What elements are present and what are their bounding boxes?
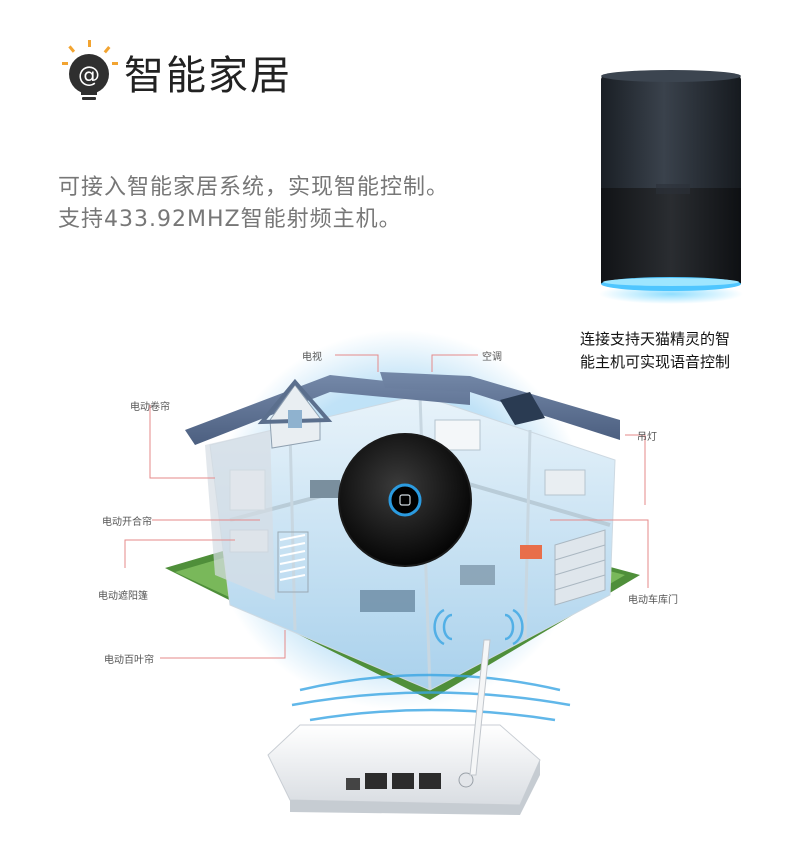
speaker-caption-line-2: 能主机可实现语音控制 <box>580 353 731 371</box>
wireless-waves <box>291 608 571 722</box>
callout-tv: 电视 <box>302 352 322 363</box>
roof-left <box>185 375 470 445</box>
callout-curtain: 电动开合帘 <box>102 517 152 528</box>
speaker-caption-line-1: 连接支持天猫精灵的智 <box>580 330 731 348</box>
desc-line-1: 可接入智能家居系统，实现智能控制。 <box>58 175 450 200</box>
rf-router-device <box>267 639 541 815</box>
callout-ac: 空调 <box>482 352 502 363</box>
page-title: 智能家居 <box>124 53 292 99</box>
callout-awning: 电动遮阳篷 <box>98 591 148 602</box>
callout-shutter: 电动百叶帘 <box>104 655 154 666</box>
callout-garage-door: 电动车库门 <box>628 595 678 606</box>
desc-line-2: 支持433.92MHZ智能射频主机。 <box>58 207 402 232</box>
svg-text:@: @ <box>78 63 100 88</box>
smart-home-house-illustration <box>124 330 649 815</box>
callout-roller-blind: 电动卷帘 <box>130 402 170 413</box>
feature-description: 可接入智能家居系统，实现智能控制。 支持433.92MHZ智能射频主机。 <box>58 172 449 236</box>
speaker-caption: 连接支持天猫精灵的智 能主机可实现语音控制 <box>580 328 780 374</box>
smart-speaker-icon <box>599 70 743 304</box>
roof-right <box>380 372 620 440</box>
bulb-at-icon: @ <box>62 40 118 100</box>
callout-chandelier: 吊灯 <box>637 432 657 443</box>
